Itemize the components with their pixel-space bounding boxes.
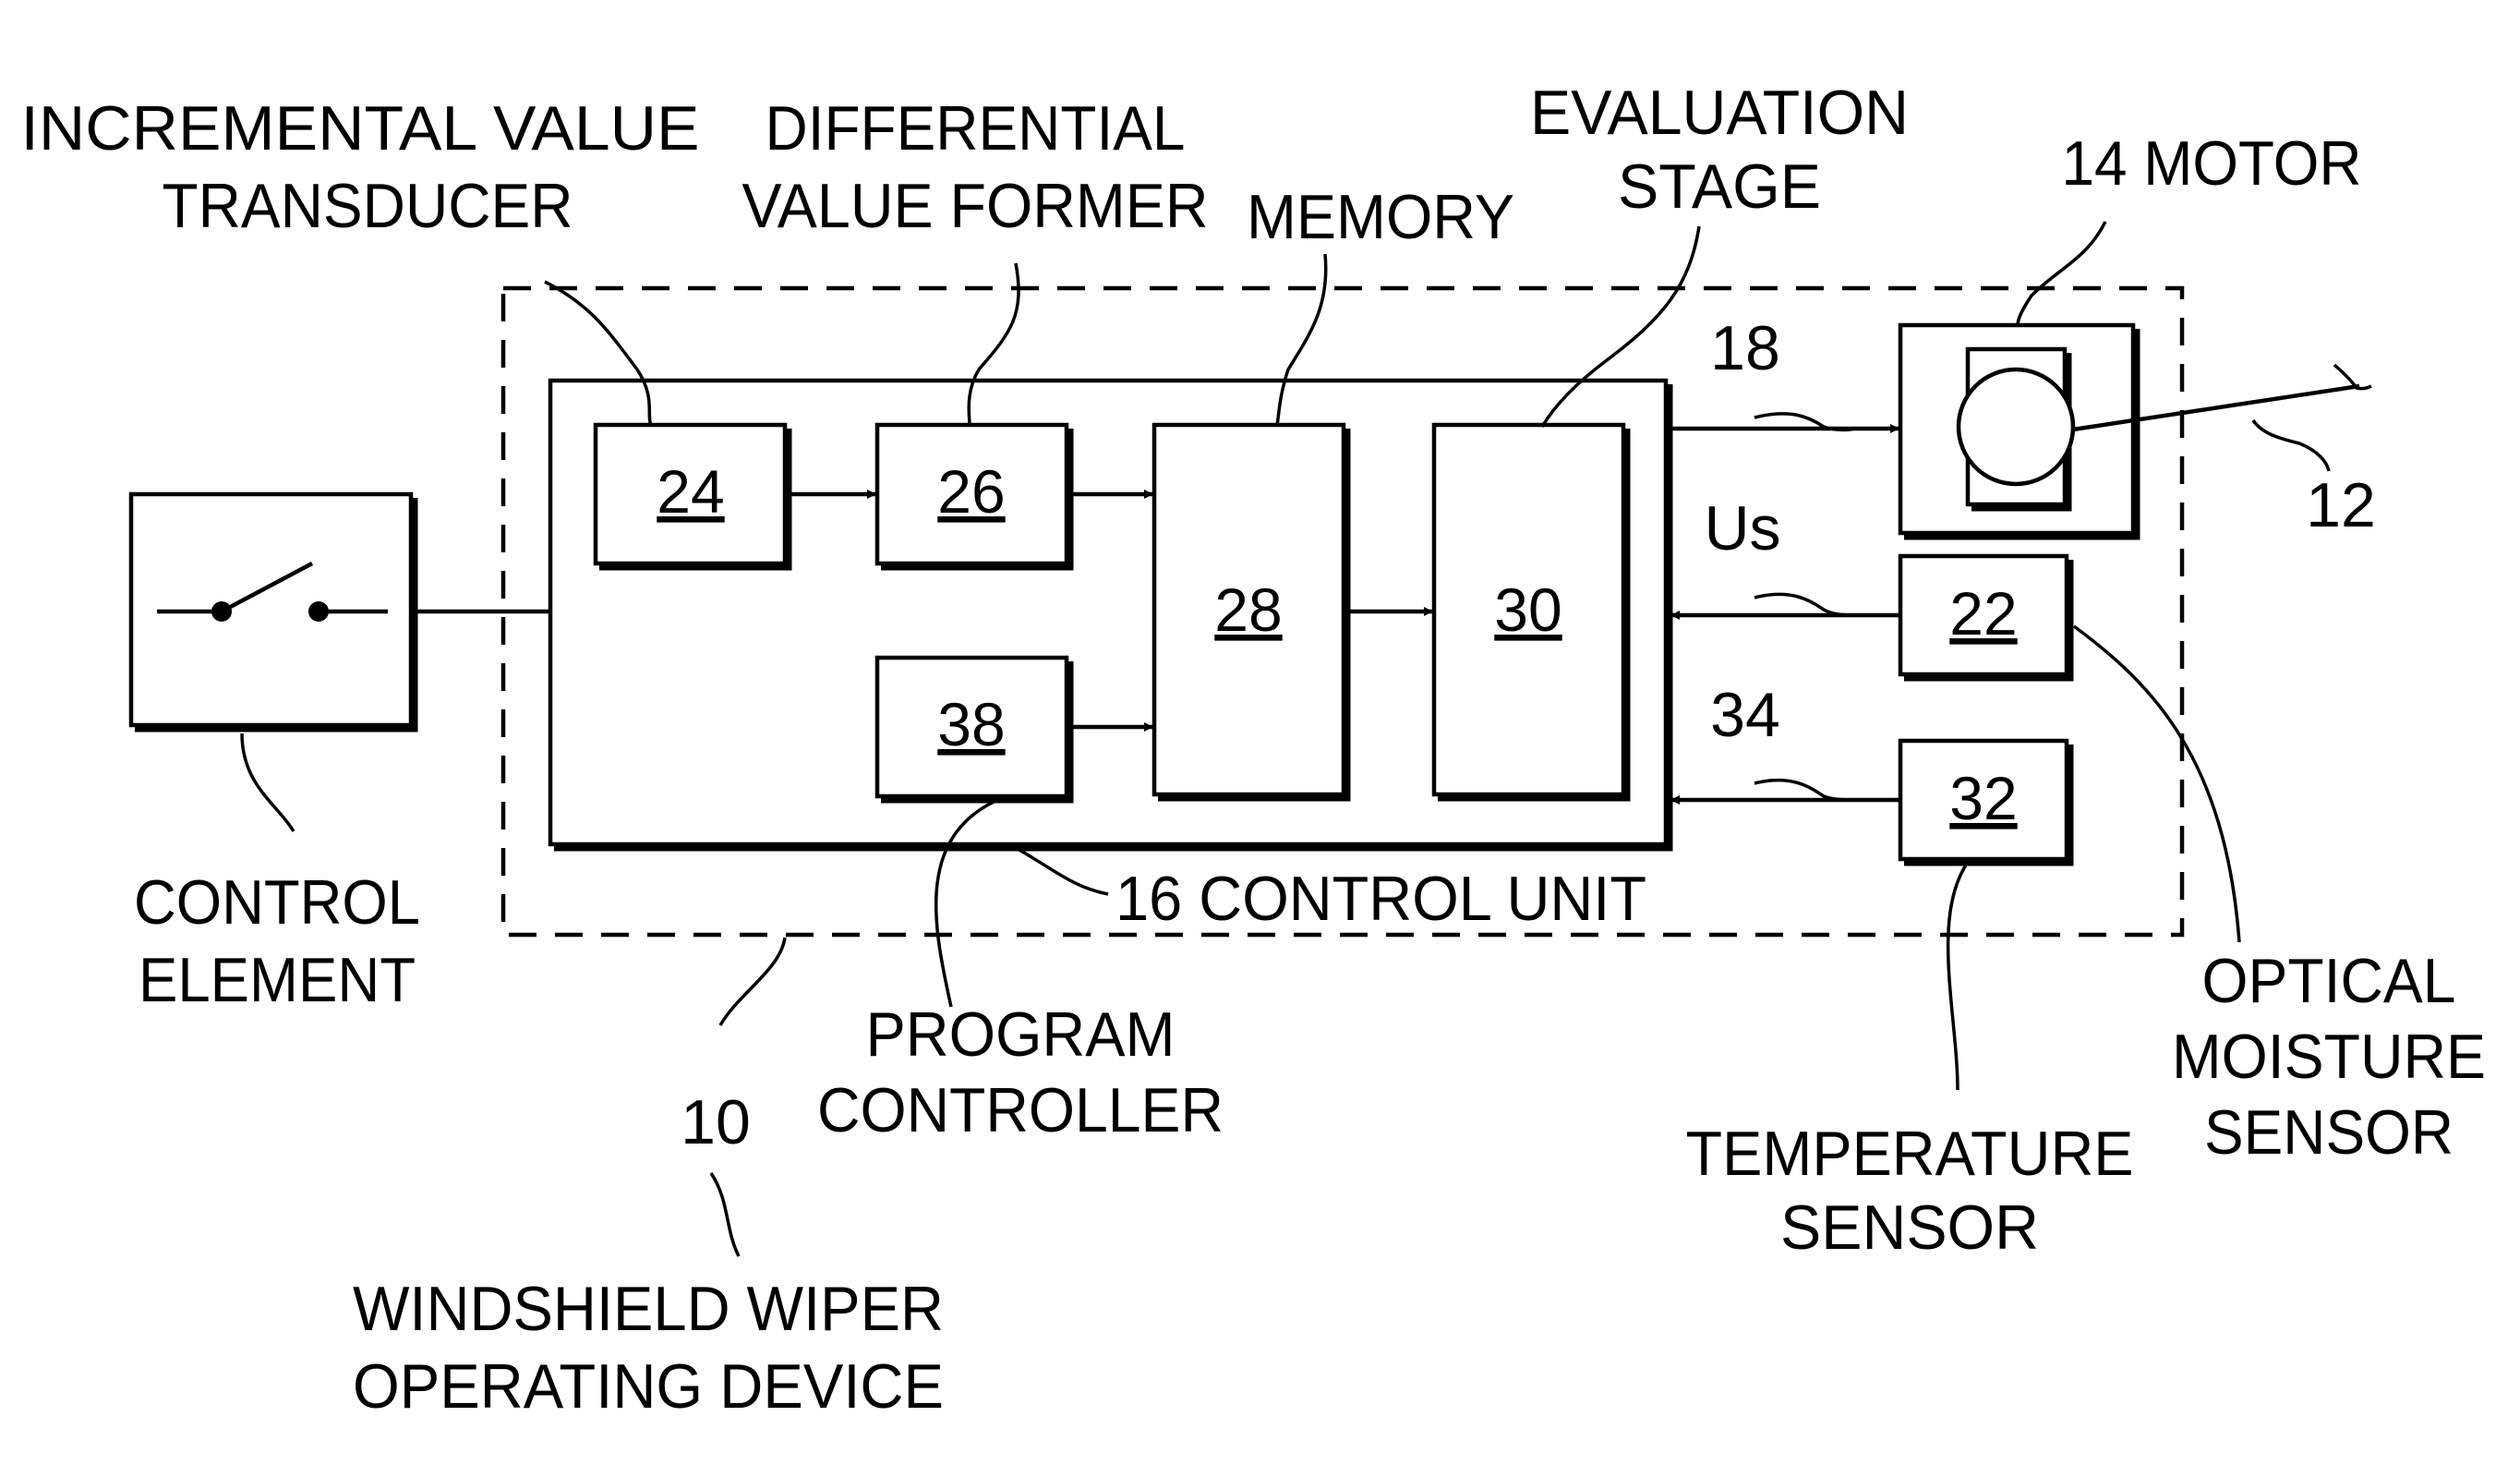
incremental-transducer-label-1: INCREMENTAL VALUE xyxy=(21,93,700,163)
windshield-device-label-1: WINDSHIELD WIPER xyxy=(353,1274,944,1344)
ref-34: 34 xyxy=(1710,680,1780,750)
control-element-label-1: CONTROL xyxy=(134,867,420,938)
differential-former-label-1: DIFFERENTIAL xyxy=(766,93,1186,163)
block-26: 26 xyxy=(877,425,1070,567)
block-30-evaluation: 30 xyxy=(1434,425,1627,798)
ref-18: 18 xyxy=(1710,313,1780,383)
optical-sensor-label-1: OPTICAL xyxy=(2202,946,2456,1016)
temperature-sensor-label-2: SENSOR xyxy=(1780,1193,2039,1263)
control-element-label-2: ELEMENT xyxy=(139,945,416,1015)
block-22-label: 22 xyxy=(1949,579,2017,648)
ref-us: Us xyxy=(1704,493,1780,563)
program-controller-label-2: CONTROLLER xyxy=(817,1075,1224,1145)
block-26-label: 26 xyxy=(937,457,1005,526)
windshield-device-label-2: OPERATING DEVICE xyxy=(353,1351,944,1422)
optical-sensor-label-2: MOISTURE xyxy=(2172,1022,2486,1092)
evaluation-stage-label-1: EVALUATION xyxy=(1530,78,1909,148)
block-32-temperature-sensor: 32 xyxy=(1900,741,2070,863)
motor-box xyxy=(1900,325,2137,537)
evaluation-stage-label-2: STAGE xyxy=(1618,151,1821,222)
block-24: 24 xyxy=(596,425,789,567)
optical-sensor-label-3: SENSOR xyxy=(2204,1097,2454,1168)
temperature-sensor-label-1: TEMPERATURE xyxy=(1686,1119,2134,1189)
block-38: 38 xyxy=(877,658,1070,800)
memory-label: MEMORY xyxy=(1247,182,1514,252)
block-22-optical-sensor: 22 xyxy=(1900,556,2070,678)
block-32-label: 32 xyxy=(1949,764,2017,832)
incremental-transducer-label-2: TRANSDUCER xyxy=(163,171,573,241)
block-28-label: 28 xyxy=(1214,575,1282,644)
differential-former-label-2: VALUE FORMER xyxy=(742,171,1209,241)
motor-label: 14 MOTOR xyxy=(2062,128,2362,199)
ref-10: 10 xyxy=(681,1087,751,1157)
ref-12: 12 xyxy=(2306,470,2376,540)
block-24-label: 24 xyxy=(657,457,724,526)
control-unit-label: 16 CONTROL UNIT xyxy=(1115,864,1646,934)
block-28-memory: 28 xyxy=(1154,425,1347,798)
program-controller-label-1: PROGRAM xyxy=(866,999,1176,1070)
block-30-label: 30 xyxy=(1494,575,1561,644)
block-38-label: 38 xyxy=(937,690,1005,758)
